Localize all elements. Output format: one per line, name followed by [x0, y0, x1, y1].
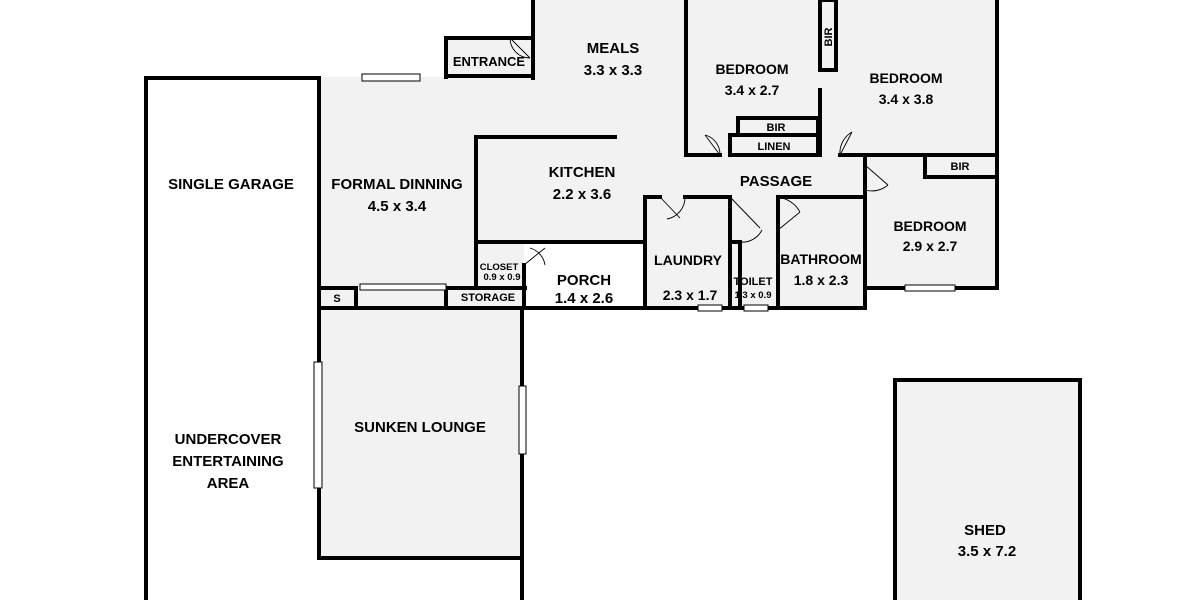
entrance-label: ENTRANCE — [453, 54, 526, 69]
porch-label: PORCH — [557, 272, 611, 289]
undercover-label-line2: ENTERTAINING — [172, 453, 283, 470]
toilet-size: 1.3 x 0.9 — [735, 290, 772, 301]
undercover-label-line1: UNDERCOVER — [175, 431, 282, 448]
bedroom2-label: BEDROOM — [869, 70, 942, 86]
shed-label: SHED — [964, 522, 1006, 539]
bir-right-label: BIR — [951, 161, 970, 173]
single-garage-label: SINGLE GARAGE — [168, 176, 294, 193]
shed-walls — [893, 378, 1082, 600]
entrance-walls — [444, 36, 535, 79]
bir-top-label: BIR — [823, 27, 835, 46]
bedroom1-label: BEDROOM — [715, 61, 788, 77]
bedroom3-label: BEDROOM — [893, 218, 966, 234]
bedroom3-size: 2.9 x 2.7 — [903, 238, 958, 254]
bathroom-label: BATHROOM — [780, 251, 861, 267]
storage-label: STORAGE — [461, 292, 515, 304]
toilet-label: TOILET — [734, 276, 773, 288]
meals-label: MEALS — [587, 40, 640, 57]
wet-area-walls — [643, 195, 867, 310]
kitchen-size: 2.2 x 3.6 — [553, 186, 611, 203]
porch-walls — [317, 240, 527, 310]
formal-dining-size: 4.5 x 3.4 — [368, 198, 427, 215]
closet-size: 0.9 x 0.9 — [484, 272, 521, 283]
doors — [475, 37, 889, 266]
shed-size: 3.5 x 7.2 — [958, 543, 1016, 560]
formal-dining-label: FORMAL DINNING — [331, 176, 462, 193]
windows — [313, 73, 956, 489]
meals-size: 3.3 x 3.3 — [584, 62, 642, 79]
laundry-label: LAUNDRY — [654, 252, 723, 268]
undercover-label-line3: AREA — [207, 475, 250, 492]
passage-label: PASSAGE — [740, 173, 812, 190]
closet-label: CLOSET — [480, 262, 519, 273]
kitchen-label: KITCHEN — [549, 164, 616, 181]
porch-size: 1.4 x 2.6 — [555, 290, 613, 307]
built-in-robes — [728, 0, 999, 179]
s-cupboard-label: S — [333, 293, 340, 305]
linen-label: LINEN — [758, 141, 791, 153]
garage-wall — [144, 76, 321, 600]
bedroom1-size: 3.4 x 2.7 — [725, 82, 780, 98]
laundry-size: 2.3 x 1.7 — [663, 287, 718, 303]
bathroom-size: 1.8 x 2.3 — [794, 272, 849, 288]
sunken-lounge-label: SUNKEN LOUNGE — [354, 419, 486, 436]
bedroom2-size: 3.4 x 3.8 — [879, 91, 934, 107]
bir-mid-label: BIR — [767, 122, 786, 134]
